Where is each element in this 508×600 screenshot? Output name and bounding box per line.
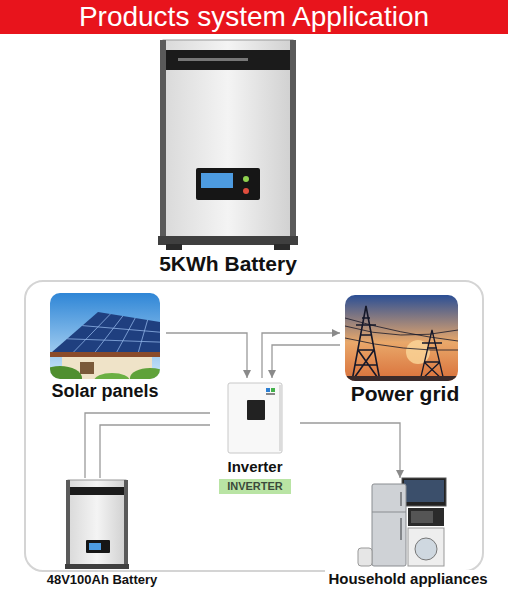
solar-panel-picture xyxy=(50,293,160,379)
inverter-node: InverterINVERTER xyxy=(210,378,300,494)
picture-space xyxy=(340,295,470,382)
battery-module-picture xyxy=(65,564,129,569)
battery-module-picture xyxy=(86,540,110,553)
solar-panel-picture xyxy=(80,362,94,374)
battery-cabinet-picture xyxy=(160,40,166,238)
battery-cabinet-picture xyxy=(178,58,248,61)
battery-module-picture xyxy=(65,480,129,569)
appliances-node: Household appliances xyxy=(318,478,498,588)
inverter-picture xyxy=(271,388,275,392)
battery-cabinet-picture xyxy=(201,173,233,188)
battery-node: 5KWh Battery xyxy=(128,38,328,276)
node-label: 48V100Ah Battery xyxy=(44,572,161,588)
picture-space xyxy=(128,38,328,252)
solar-panel-picture xyxy=(52,312,160,352)
solar-panel-picture xyxy=(94,373,130,379)
solar-panel-picture xyxy=(130,368,160,379)
power-grid-picture xyxy=(352,306,380,381)
appliances-picture xyxy=(372,484,406,566)
appliances-picture xyxy=(400,518,402,540)
flow-connector xyxy=(262,333,340,378)
appliances-picture xyxy=(411,511,433,523)
appliances-picture xyxy=(400,492,402,506)
title-banner: Products system Application xyxy=(0,0,508,34)
appliances-picture xyxy=(415,538,437,560)
flow-connector xyxy=(85,413,210,478)
appliances-picture xyxy=(404,480,444,502)
battery-cabinet-picture xyxy=(166,50,290,70)
grid-node: Power grid xyxy=(340,295,470,406)
battery-cabinet-picture xyxy=(243,188,249,194)
power-grid-picture xyxy=(345,295,458,381)
solar-node: Solar panels xyxy=(44,293,166,402)
power-grid-picture xyxy=(420,330,444,381)
node-label: Inverter xyxy=(224,458,285,476)
power-grid-picture xyxy=(345,318,458,350)
system-frame xyxy=(25,281,483,571)
node-label: 5KWh Battery xyxy=(156,252,300,276)
battery-cabinet-picture xyxy=(274,244,290,250)
appliances-picture xyxy=(358,478,446,566)
picture-space xyxy=(210,378,300,458)
inverter-picture xyxy=(266,388,270,392)
battery-cabinet-picture xyxy=(243,176,249,182)
appliances-picture xyxy=(372,512,406,513)
battery-module-picture xyxy=(66,480,70,566)
battery-module-picture xyxy=(89,543,101,550)
battery-cabinet-picture xyxy=(163,40,293,238)
solar-panel-picture xyxy=(50,352,160,357)
node-label: Power grid xyxy=(348,382,463,406)
battery-module-picture xyxy=(124,480,128,566)
appliances-picture xyxy=(358,548,372,566)
battery-cabinet-picture xyxy=(158,236,298,245)
solar-panel-picture xyxy=(67,314,160,352)
picture-space xyxy=(318,478,498,570)
flow-connector xyxy=(166,333,247,378)
inverter-picture xyxy=(228,383,282,453)
power-grid-picture xyxy=(345,376,458,381)
inverter-picture xyxy=(279,385,282,451)
node-label: Solar panels xyxy=(48,380,161,402)
flow-connector xyxy=(272,345,340,378)
solar-panel-picture xyxy=(50,293,160,379)
battery-module-picture xyxy=(68,480,126,566)
appliances-picture xyxy=(402,478,446,506)
battery-module-picture xyxy=(70,487,124,495)
inverter-picture xyxy=(247,400,265,420)
battery-cabinet-picture xyxy=(166,244,182,250)
power-grid-picture xyxy=(345,295,458,381)
flow-connector xyxy=(300,423,400,478)
inverter-picture xyxy=(228,383,282,453)
battery-cabinet-picture xyxy=(158,40,298,250)
battery-cabinet-picture xyxy=(196,168,260,200)
picture-space xyxy=(44,293,166,380)
solar-panel-picture xyxy=(50,366,82,379)
appliances-picture xyxy=(408,508,444,526)
picture-space xyxy=(37,478,167,572)
node-label: Household appliances xyxy=(325,570,490,588)
battery-cabinet-picture xyxy=(290,40,296,238)
battery-node: 48V100Ah Battery xyxy=(37,478,167,588)
appliances-picture xyxy=(408,528,444,566)
inverter-picture xyxy=(266,393,275,395)
product-tag: INVERTER xyxy=(219,479,291,494)
flow-connector xyxy=(100,425,210,478)
